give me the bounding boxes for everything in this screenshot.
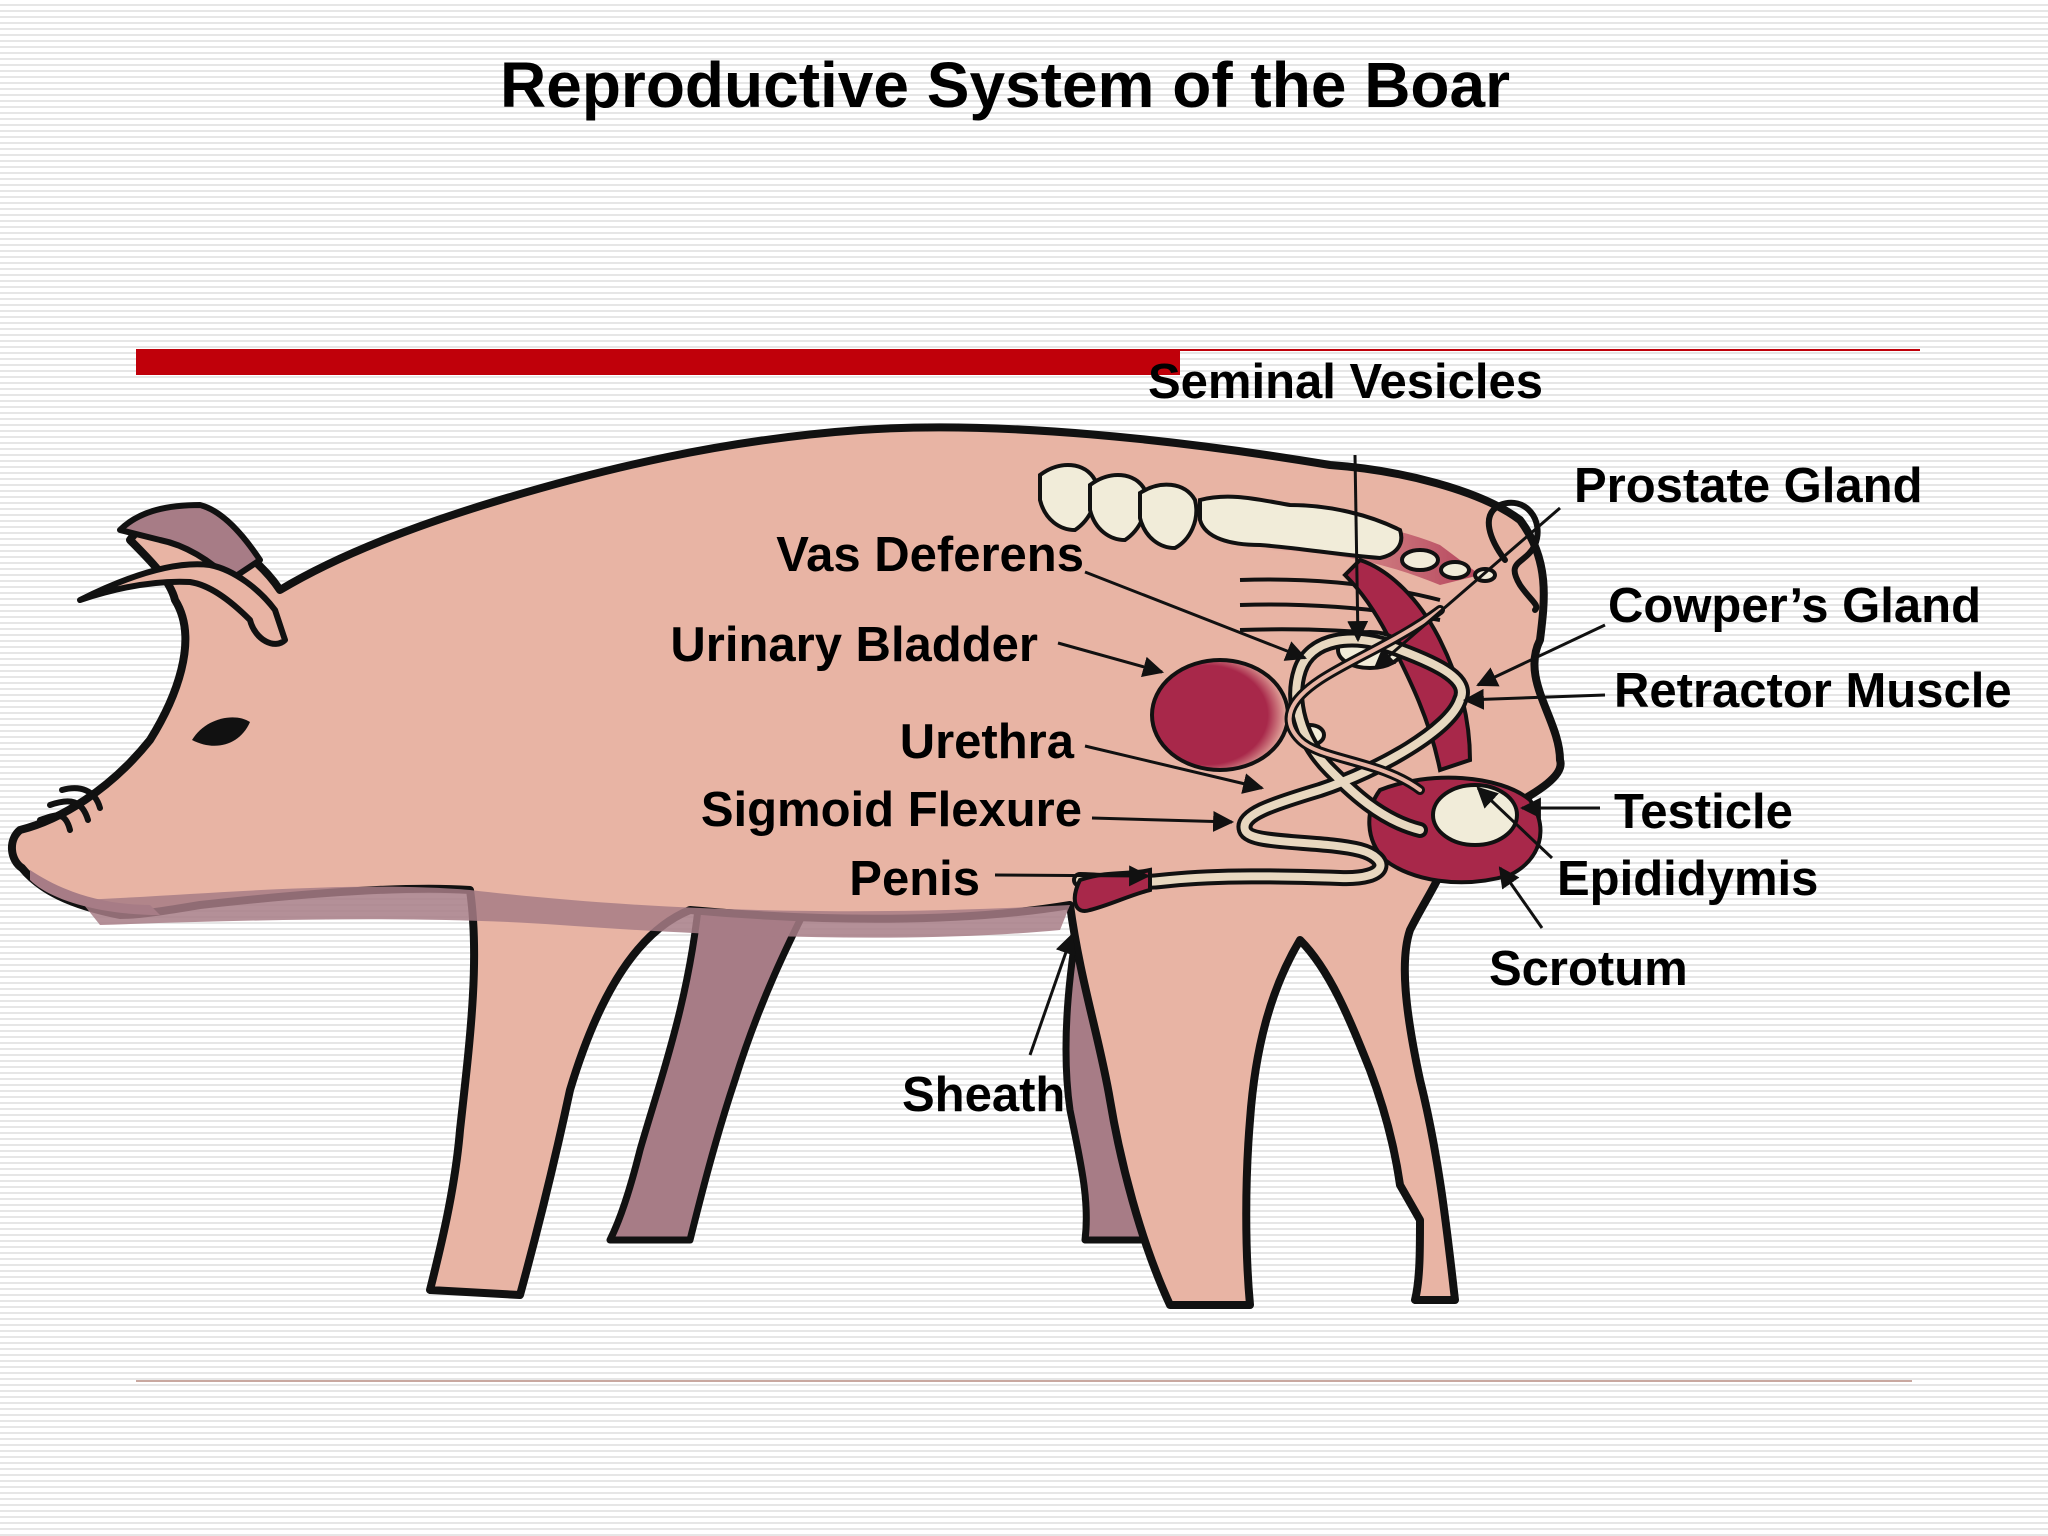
leader-urethra <box>1084 744 1265 794</box>
leader-prostate-gland <box>1373 506 1561 670</box>
leader-seminal-vesicles <box>1347 454 1369 643</box>
label-sheath: Sheath <box>902 1068 1066 1122</box>
label-vas-deferens: Vas Deferens <box>776 528 1084 582</box>
accent-bar <box>136 349 1180 375</box>
label-seminal-vesicles: Seminal Vesicles <box>1148 355 1543 409</box>
leader-vas-deferens <box>1084 570 1307 661</box>
tail <box>1485 499 1541 613</box>
label-epididymis: Epididymis <box>1557 852 1819 906</box>
near-ear <box>77 561 288 647</box>
leader-sigmoid-flexure <box>1091 810 1235 832</box>
leader-epididymis <box>1476 786 1554 860</box>
label-scrotum: Scrotum <box>1489 942 1688 996</box>
leader-cowpers-gland <box>1476 623 1606 687</box>
label-prostate-gland: Prostate Gland <box>1574 459 1923 513</box>
snout-wrinkles <box>37 785 103 833</box>
leader-retractor-muscle <box>1462 688 1606 710</box>
belly-shadow <box>80 886 1070 938</box>
slide-title: Reproductive System of the Boar <box>500 49 1510 121</box>
footer-rule <box>136 1380 1912 1382</box>
leader-penis <box>994 865 1151 887</box>
snout-shadow <box>30 870 160 915</box>
urinary-bladder <box>1150 658 1290 772</box>
duct-system <box>1072 605 1470 891</box>
label-retractor-muscle: Retractor Muscle <box>1614 664 2012 718</box>
label-sigmoid-flexure: Sigmoid Flexure <box>700 783 1082 837</box>
leader-scrotum <box>1498 866 1544 929</box>
far-ear <box>117 502 263 583</box>
label-urinary-bladder: Urinary Bladder <box>670 618 1038 672</box>
accent-rule <box>1180 349 1920 351</box>
pig-eye <box>192 717 250 746</box>
label-cowpers-gland: Cowper’s Gland <box>1608 579 1982 633</box>
leader-sheath <box>1028 933 1076 1056</box>
leader-urinary-bladder <box>1057 641 1165 678</box>
vertebrae <box>1038 462 1497 583</box>
leader-lines <box>994 454 1606 1056</box>
label-urethra: Urethra <box>899 715 1074 769</box>
label-penis: Penis <box>849 852 980 906</box>
label-testicle: Testicle <box>1614 785 1793 839</box>
